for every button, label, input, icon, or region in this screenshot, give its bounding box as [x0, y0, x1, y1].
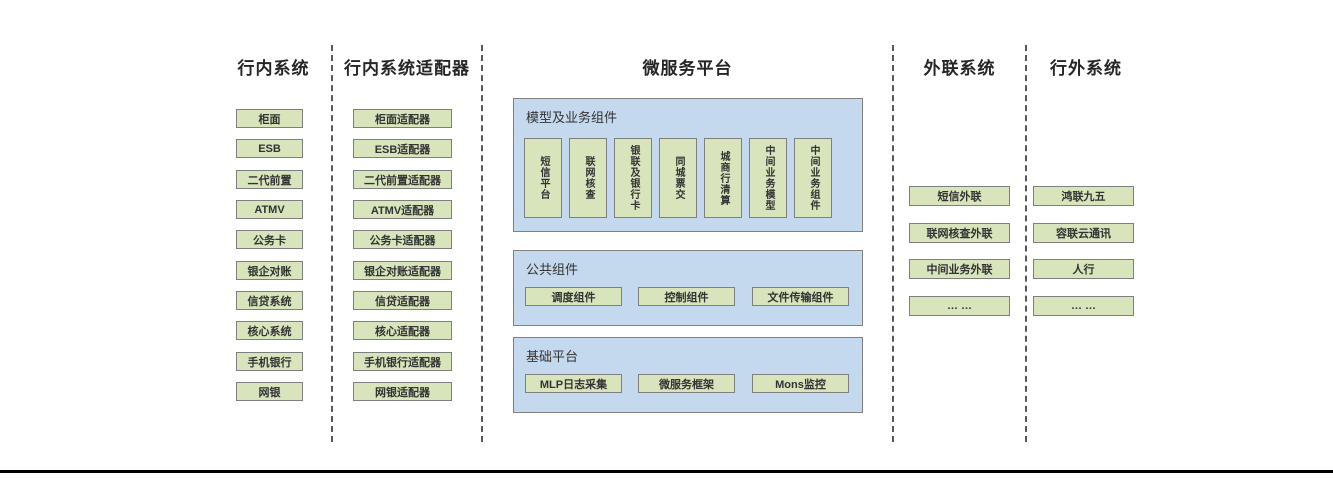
outreach-system-box: 短信外联 [909, 186, 1010, 206]
adapter-box: ATMV适配器 [353, 200, 452, 219]
adapter-box: 柜面适配器 [353, 109, 452, 128]
internal-system-box: 柜面 [236, 109, 303, 128]
internal-system-box: 核心系统 [236, 321, 303, 340]
outreach-system-box: … … [909, 296, 1010, 316]
base-platform-box: 微服务框架 [638, 374, 735, 393]
external-system-box: 容联云通讯 [1033, 223, 1134, 243]
dashed-separator-3 [892, 45, 894, 442]
internal-system-box: 信贷系统 [236, 291, 303, 310]
internal-system-box: 手机银行 [236, 352, 303, 371]
internal-system-box: ATMV [236, 200, 303, 219]
model-component-box: 中间业务组件 [794, 138, 832, 218]
bottom-rule [0, 470, 1333, 473]
dashed-separator-2 [481, 45, 483, 442]
internal-system-box: 银企对账 [236, 261, 303, 280]
panel-base-platform: 基础平台 MLP日志采集 微服务框架 Mons监控 [513, 337, 863, 413]
internal-system-box: ESB [236, 139, 303, 158]
internal-system-box: 网银 [236, 382, 303, 401]
column-title-outreach-systems: 外联系统 [923, 59, 996, 78]
model-component-box: 联网核查 [569, 138, 607, 218]
external-system-box: … … [1033, 296, 1134, 316]
adapter-box: 二代前置适配器 [353, 170, 452, 189]
model-component-box: 城商行清算 [704, 138, 742, 218]
panel-title: 基础平台 [526, 349, 579, 364]
common-component-box: 文件传输组件 [752, 287, 849, 306]
adapter-box: 公务卡适配器 [353, 230, 452, 249]
adapter-box: 手机银行适配器 [353, 352, 452, 371]
adapter-box: 信贷适配器 [353, 291, 452, 310]
column-title-external-systems: 行外系统 [1050, 59, 1122, 78]
base-platform-box: MLP日志采集 [525, 374, 622, 393]
dashed-separator-1 [331, 45, 333, 442]
column-title-internal-adapters: 行内系统适配器 [344, 59, 470, 78]
panel-model-business-components: 模型及业务组件 短信平台 联网核查 银联及银行卡 同城票交 城商行清算 中间业务… [513, 98, 863, 232]
external-system-box: 鸿联九五 [1033, 186, 1134, 206]
dashed-separator-4 [1025, 45, 1027, 442]
model-component-box: 短信平台 [524, 138, 562, 218]
adapter-box: ESB适配器 [353, 139, 452, 158]
adapter-box: 银企对账适配器 [353, 261, 452, 280]
adapter-box: 网银适配器 [353, 382, 452, 401]
column-title-internal-systems: 行内系统 [237, 59, 310, 78]
panel-common-components: 公共组件 调度组件 控制组件 文件传输组件 [513, 250, 863, 326]
common-component-box: 调度组件 [525, 287, 622, 306]
external-system-box: 人行 [1033, 259, 1134, 279]
common-component-box: 控制组件 [638, 287, 735, 306]
column-title-microservice-platform: 微服务平台 [642, 59, 733, 78]
panel-title: 模型及业务组件 [526, 110, 618, 125]
base-platform-box: Mons监控 [752, 374, 849, 393]
internal-system-box: 公务卡 [236, 230, 303, 249]
model-component-box: 银联及银行卡 [614, 138, 652, 218]
outreach-system-box: 联网核查外联 [909, 223, 1010, 243]
adapter-box: 核心适配器 [353, 321, 452, 340]
model-component-box: 同城票交 [659, 138, 697, 218]
panel-title: 公共组件 [526, 262, 579, 277]
model-component-box: 中间业务模型 [749, 138, 787, 218]
internal-system-box: 二代前置 [236, 170, 303, 189]
outreach-system-box: 中间业务外联 [909, 259, 1010, 279]
